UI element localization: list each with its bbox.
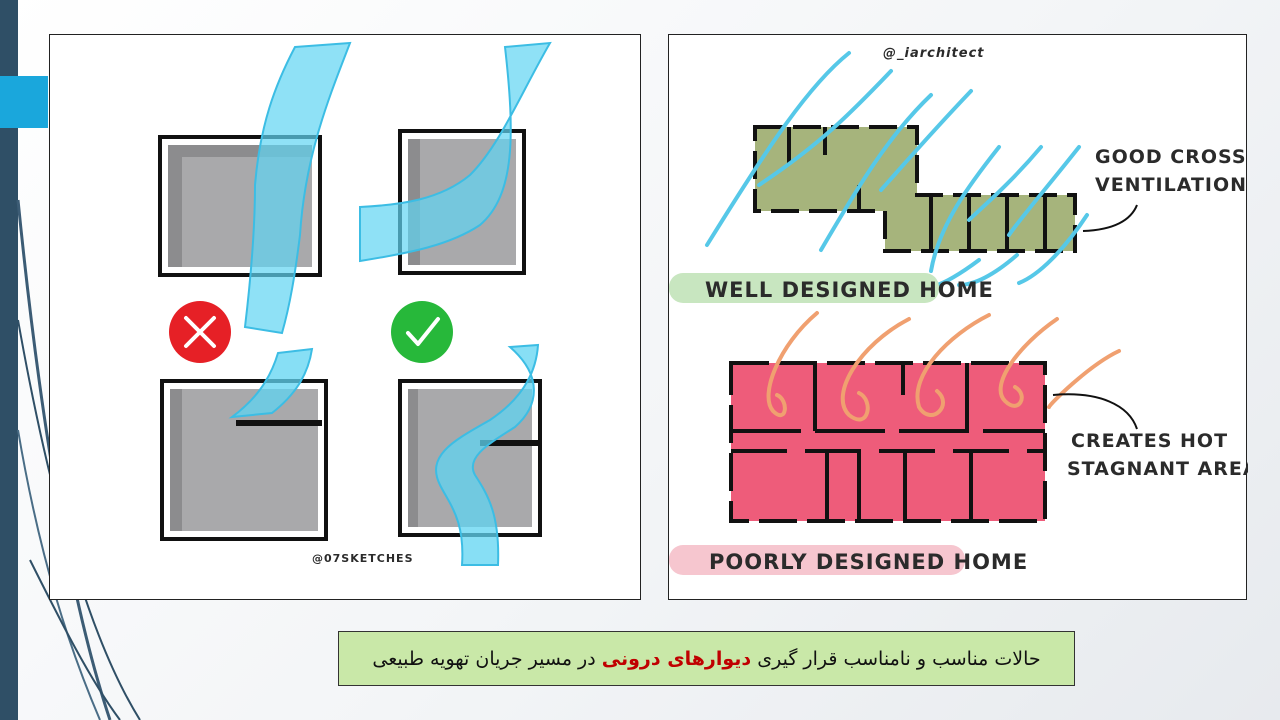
left-edge-bar: [0, 0, 18, 720]
good-note-line2: VENTILATION: [1095, 174, 1247, 196]
x-mark-icon: [169, 301, 231, 363]
decor-line: [29, 559, 121, 720]
well-designed-plan: [753, 125, 1077, 253]
caption-box: حالات مناسب و نامناسب قرار گیری دیوارهای…: [338, 631, 1075, 686]
poorly-designed-plan: [729, 361, 1047, 523]
airflow-top-left: [243, 41, 352, 335]
hot-airflow-arrows: [766, 311, 1121, 422]
bad-note-line2: STAGNANT AREAS: [1067, 458, 1248, 480]
accent-square: [0, 76, 48, 128]
check-mark-icon: [391, 301, 453, 363]
wind-flow-sketches: @07SKETCHES: [158, 41, 552, 566]
bad-note-line1: CREATES HOT: [1071, 430, 1228, 452]
plan-ventilation-sketches: @_iarchitect WELL DESIGNED HOME: [669, 46, 1248, 575]
good-note-pointer: [1082, 204, 1138, 232]
good-label-banner: [669, 273, 939, 303]
airflow-bottom-left-blocked: [228, 347, 314, 419]
caption-highlight: دیوارهای درونی: [601, 647, 752, 670]
bad-label: POORLY DESIGNED HOME: [709, 550, 1028, 574]
caption-text-before: حالات مناسب و نامناسب قرار گیری: [757, 647, 1041, 670]
bad-note-pointer: [1052, 393, 1138, 430]
cool-airflow-arrows: [705, 51, 1089, 287]
left-sketch-panel: @07SKETCHES: [49, 34, 641, 600]
caption-text-after: در مسیر جریان تهویه طبیعی: [372, 647, 596, 670]
right-sketch-panel: @_iarchitect WELL DESIGNED HOME: [668, 34, 1248, 600]
good-label: WELL DESIGNED HOME: [705, 278, 994, 302]
airflow-bottom-right: [435, 343, 540, 566]
right-credit: @_iarchitect: [883, 46, 985, 61]
room-bottom-left: [160, 379, 328, 541]
left-credit: @07SKETCHES: [312, 552, 414, 565]
airflow-top-right: [359, 41, 552, 263]
good-note-line1: GOOD CROSS: [1095, 146, 1247, 168]
bad-label-banner: [669, 545, 965, 575]
